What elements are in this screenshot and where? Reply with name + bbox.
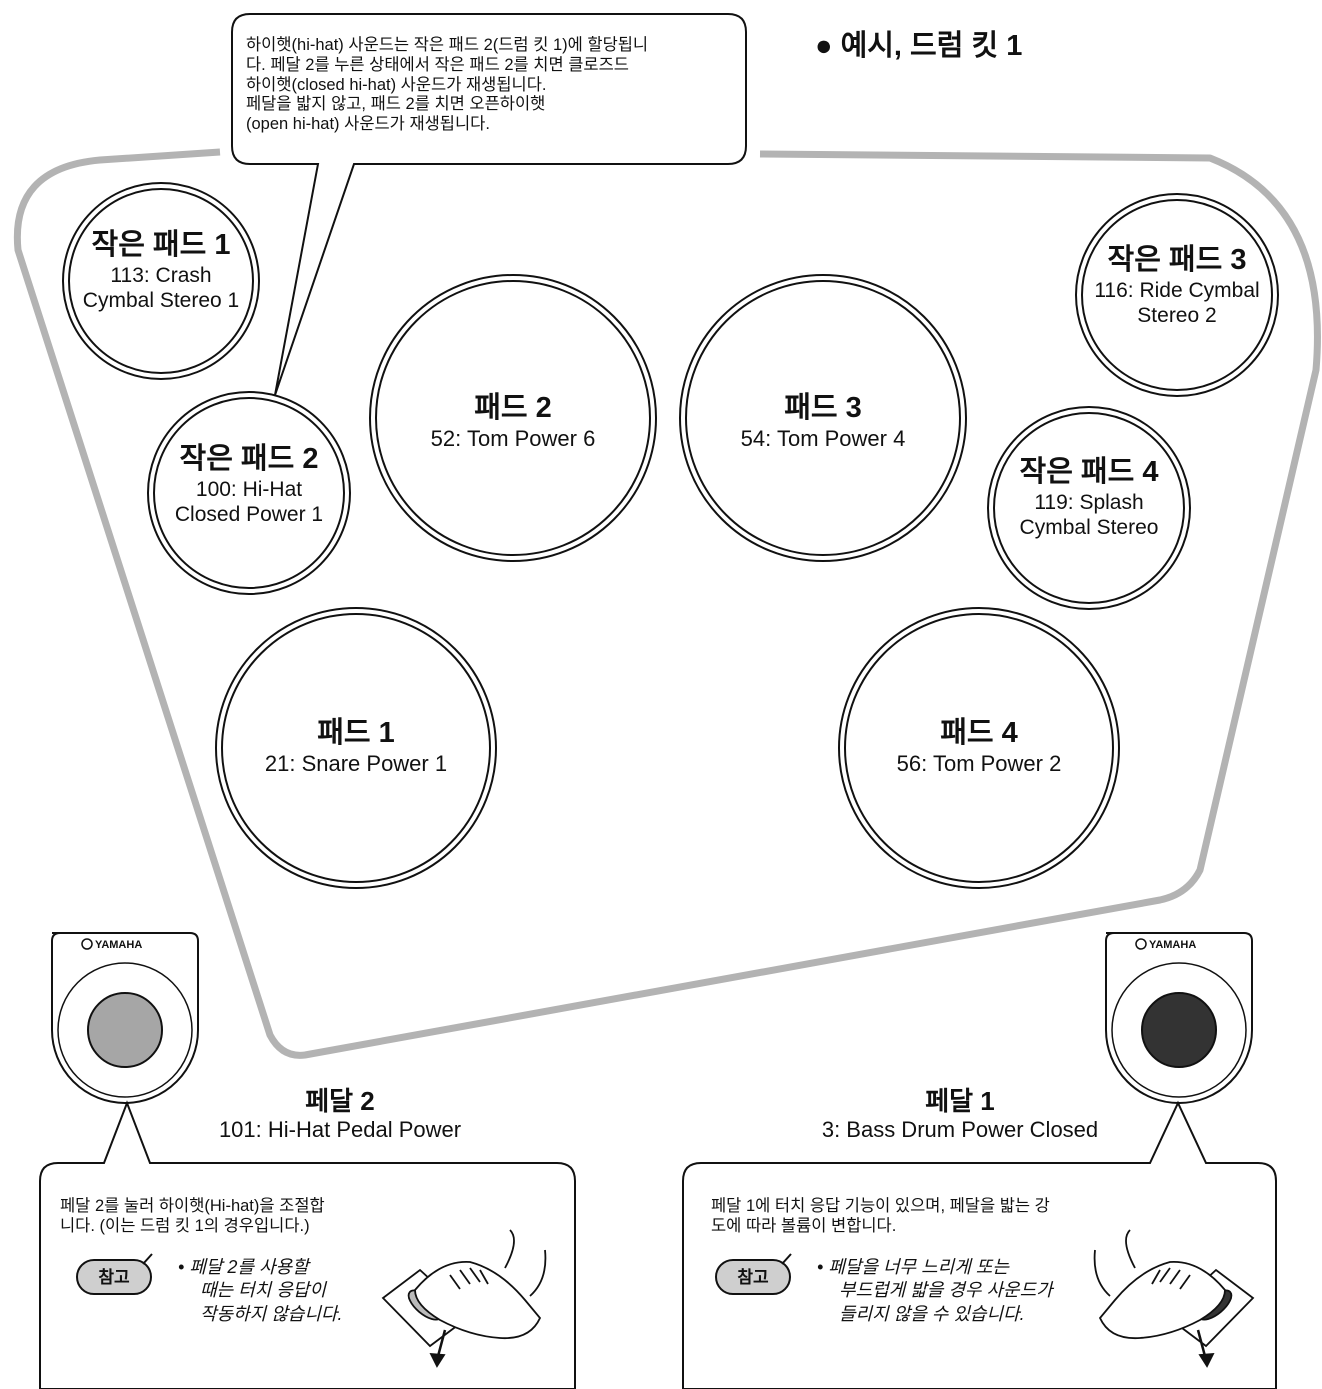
pedal-1-unit: YAMAHA	[1105, 932, 1253, 1104]
pedal-2-note-line: 때는 터치 응답이	[200, 1280, 326, 1301]
pedal-1-description-line: 도에 따라 볼륨이 변합니다.	[711, 1216, 897, 1235]
top-callout-text: 하이햇(hi-hat) 사운드는 작은 패드 2(드럼 킷 1)에 할당됩니 다…	[246, 36, 736, 135]
pedal-1-description: 페달 1에 터치 응답 기능이 있으며, 페달을 밟는 강 도에 따라 볼륨이 …	[711, 1197, 1151, 1237]
pad-1-label: 패드 1 21: Snare Power 1	[236, 716, 476, 777]
svg-text:참고: 참고	[737, 1267, 769, 1287]
pad-1	[215, 607, 497, 889]
small-pad-3-voice: Stereo 2	[1137, 303, 1217, 327]
pedal-1-brand: YAMAHA	[1149, 939, 1196, 951]
top-callout-line: 다. 페달 2를 누른 상태에서 작은 패드 2를 치면 클로즈드	[246, 55, 629, 74]
small-pad-2-voice: Closed Power 1	[174, 502, 324, 526]
note-badge-left: 참고	[76, 1253, 153, 1295]
pedal-1-note: • 페달을 너무 느리게 또는 부드럽게 밟을 경우 사운드가 들리지 않을 수…	[817, 1256, 1097, 1326]
pedal-2-note: • 페달 2를 사용할 때는 터치 응답이 작동하지 않습니다.	[178, 1256, 378, 1326]
pedal-1-callout-box	[682, 1100, 1277, 1389]
pad-3-label: 패드 3 54: Tom Power 4	[703, 391, 943, 452]
small-pad-4	[987, 406, 1191, 610]
yamaha-logo-icon	[1135, 938, 1147, 950]
pad-4-label: 패드 4 56: Tom Power 2	[859, 716, 1099, 777]
pedal-2-note-line: 작동하지 않습니다.	[200, 1303, 343, 1324]
pedal-2-description-line: 페달 2를 눌러 하이햇(Hi-hat)을 조절합	[60, 1197, 325, 1215]
yamaha-logo-icon	[81, 938, 93, 950]
pedal-2-title: 페달 2	[305, 1086, 375, 1116]
pad-3-title: 패드 3	[784, 392, 862, 424]
small-pad-4-voice: Cymbal Stereo	[1019, 515, 1159, 539]
small-pad-2	[147, 391, 351, 595]
pad-4-title: 패드 4	[940, 717, 1018, 749]
pedal-2-description: 페달 2를 눌러 하이햇(Hi-hat)을 조절합 니다. (이는 드럼 킷 1…	[60, 1197, 420, 1237]
pad-1-title: 패드 1	[317, 717, 395, 749]
note-badge-right: 참고	[715, 1253, 792, 1295]
small-pad-3	[1075, 193, 1279, 397]
pedal-2-note-line: • 페달 2를 사용할	[178, 1257, 309, 1277]
top-callout-line: 페달을 밟지 않고, 패드 2를 치면 오픈하이햇	[246, 95, 546, 114]
drum-pad-frame	[13, 148, 1321, 1059]
small-pad-1-label: 작은 패드 1 113: Crash Cymbal Stereo 1	[61, 228, 261, 313]
pad-2-voice: 52: Tom Power 6	[430, 425, 596, 451]
small-pad-4-title: 작은 패드 4	[1019, 456, 1159, 488]
pedal-2-brand: YAMAHA	[95, 939, 142, 951]
pad-1-voice: 21: Snare Power 1	[264, 750, 448, 776]
top-callout-bubble	[231, 13, 747, 396]
small-pad-3-label: 작은 패드 3 116: Ride Cymbal Stereo 2	[1077, 243, 1277, 328]
small-pad-1	[62, 182, 260, 380]
pedal-1-button	[1141, 992, 1217, 1068]
pad-4	[838, 607, 1120, 889]
pedal-2-callout-box	[39, 1100, 576, 1389]
small-pad-2-title: 작은 패드 2	[179, 443, 319, 475]
pedal-2-voice: 101: Hi-Hat Pedal Power	[218, 1117, 462, 1143]
small-pad-2-voice: 100: Hi-Hat	[195, 477, 303, 501]
svg-text:참고: 참고	[98, 1267, 130, 1287]
small-pad-3-voice: 116: Ride Cymbal	[1094, 278, 1260, 302]
pedal-1-description-line: 페달 1에 터치 응답 기능이 있으며, 페달을 밟는 강	[711, 1197, 1050, 1215]
pedal-1-note-line: • 페달을 너무 느리게 또는	[817, 1257, 1009, 1277]
small-pad-1-voice: 113: Crash	[110, 263, 212, 287]
small-pad-2-label: 작은 패드 2 100: Hi-Hat Closed Power 1	[149, 442, 349, 527]
pad-3	[679, 274, 967, 562]
pedal-2-description-line: 니다. (이는 드럼 킷 1의 경우입니다.)	[60, 1216, 310, 1235]
pad-3-voice: 54: Tom Power 4	[740, 425, 906, 451]
page-heading: ● 예시, 드럼 킷 1	[815, 30, 1023, 62]
top-callout-line: (open hi-hat) 사운드가 재생됩니다.	[246, 115, 490, 134]
small-pad-3-title: 작은 패드 3	[1107, 244, 1247, 276]
small-pad-1-voice: Cymbal Stereo 1	[82, 288, 240, 312]
pad-2-label: 패드 2 52: Tom Power 6	[393, 391, 633, 452]
foot-pressing-pedal-icon	[381, 1229, 547, 1368]
top-callout-line: 하이햇(closed hi-hat) 사운드가 재생됩니다.	[246, 75, 547, 94]
small-pad-4-label: 작은 패드 4 119: Splash Cymbal Stereo	[989, 455, 1189, 540]
pad-4-voice: 56: Tom Power 2	[896, 750, 1062, 776]
foot-pressing-pedal-icon	[1093, 1229, 1255, 1368]
pedal-1-label: 페달 1 3: Bass Drum Power Closed	[780, 1086, 1140, 1144]
small-pad-1-title: 작은 패드 1	[91, 229, 231, 261]
pedal-1-voice: 3: Bass Drum Power Closed	[821, 1117, 1099, 1143]
pedal-1-note-line: 부드럽게 밟을 경우 사운드가	[839, 1280, 1053, 1301]
pedal-1-title: 페달 1	[925, 1086, 995, 1116]
small-pad-4-voice: 119: Splash	[1034, 490, 1144, 514]
pedal-2-label: 페달 2 101: Hi-Hat Pedal Power	[180, 1086, 500, 1144]
pedal-2-unit: YAMAHA	[51, 932, 199, 1104]
pad-2	[369, 274, 657, 562]
pedal-1-note-line: 들리지 않을 수 있습니다.	[839, 1303, 1025, 1324]
pedal-2-button	[87, 992, 163, 1068]
pad-2-title: 패드 2	[474, 392, 552, 424]
top-callout-line: 하이햇(hi-hat) 사운드는 작은 패드 2(드럼 킷 1)에 할당됩니	[246, 36, 649, 54]
